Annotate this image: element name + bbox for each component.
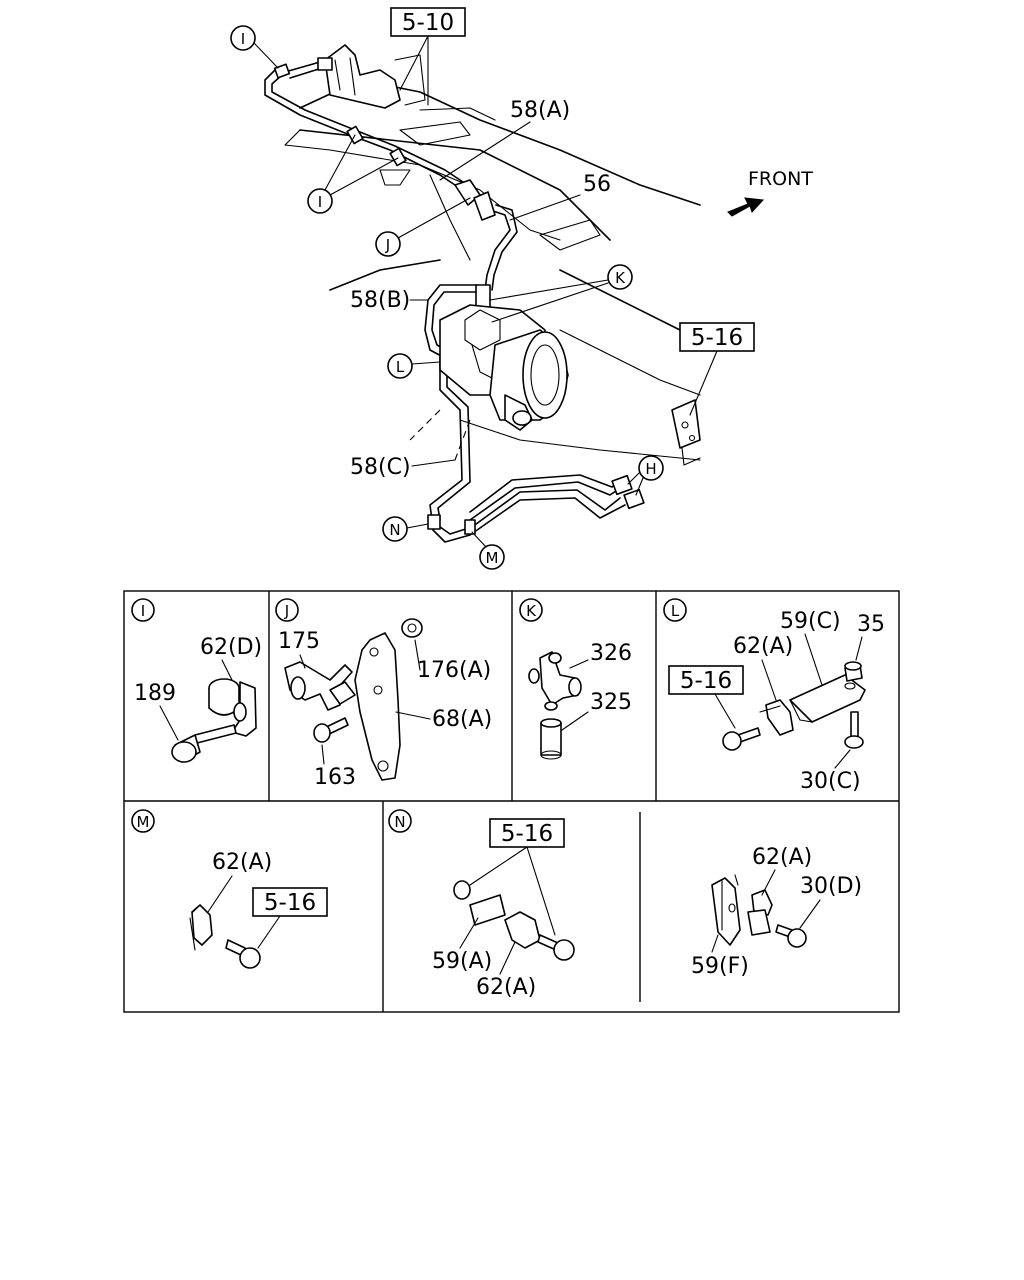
label-59f: 59(F) bbox=[691, 954, 749, 979]
detail-panel-j: J 175 176(A) 68(A) 163 bbox=[275, 598, 492, 790]
frame-rail bbox=[284, 79, 701, 461]
callout-n: N bbox=[382, 516, 429, 542]
svg-text:I: I bbox=[241, 30, 245, 48]
label-68a: 68(A) bbox=[432, 707, 492, 732]
svg-text:L: L bbox=[396, 358, 405, 376]
front-arrow-icon bbox=[727, 197, 765, 217]
detail-panel-i: I 62(D) 189 bbox=[131, 598, 262, 763]
fittings bbox=[273, 57, 645, 535]
front-label: FRONT bbox=[748, 168, 813, 190]
label-325: 325 bbox=[590, 690, 632, 715]
label-62a-n: 62(A) bbox=[476, 975, 536, 1000]
svg-text:I: I bbox=[318, 193, 322, 211]
front-indicator: FRONT bbox=[727, 168, 813, 217]
detail-panel-k: K 326 325 bbox=[519, 598, 632, 760]
label-59a: 59(A) bbox=[432, 949, 492, 974]
detail-panel-unlabeled: 62(A) 30(D) 59(F) bbox=[691, 845, 862, 979]
svg-text:5-16: 5-16 bbox=[680, 668, 732, 694]
label-62d: 62(D) bbox=[200, 635, 262, 660]
main-assembly: FRONT 5-10 5-16 58(A) 56 58(B) 58(C) I bbox=[230, 7, 813, 570]
label-62a-m: 62(A) bbox=[212, 850, 272, 875]
actuator bbox=[409, 304, 569, 461]
label-326: 326 bbox=[590, 641, 632, 666]
pipe-lines bbox=[264, 61, 626, 543]
ref-box-5-10: 5-10 bbox=[390, 7, 466, 106]
svg-text:5-16: 5-16 bbox=[264, 890, 316, 916]
label-59c: 59(C) bbox=[780, 609, 841, 634]
label-58b: 58(B) bbox=[350, 288, 410, 313]
svg-text:J: J bbox=[284, 602, 289, 620]
label-30c: 30(C) bbox=[800, 769, 861, 794]
ref-box-5-16-main: 5-16 bbox=[679, 322, 755, 416]
label-56: 56 bbox=[583, 172, 611, 197]
label-163: 163 bbox=[314, 765, 356, 790]
svg-text:N: N bbox=[394, 813, 405, 831]
label-58a: 58(A) bbox=[510, 98, 570, 123]
detail-panel-l: L 5-16 59(C) 35 62(A) 30(C) bbox=[663, 598, 885, 794]
detail-panel-m: M 5-16 62(A) bbox=[131, 809, 328, 969]
upper-bracket bbox=[324, 44, 426, 109]
svg-text:J: J bbox=[385, 236, 390, 254]
label-62a-l: 62(A) bbox=[733, 634, 793, 659]
callout-i-lower: I bbox=[307, 134, 399, 214]
label-176a: 176(A) bbox=[417, 658, 491, 683]
label-30d: 30(D) bbox=[800, 874, 862, 899]
svg-text:M: M bbox=[137, 813, 150, 831]
detail-panel-n: N 5-16 59(A) 62(A) bbox=[388, 809, 575, 1000]
svg-text:5-16: 5-16 bbox=[691, 325, 743, 351]
svg-text:L: L bbox=[671, 602, 680, 620]
label-175: 175 bbox=[278, 629, 320, 654]
label-62a-r: 62(A) bbox=[752, 845, 812, 870]
label-189: 189 bbox=[134, 681, 176, 706]
callout-k: K bbox=[489, 264, 633, 323]
svg-text:H: H bbox=[645, 460, 656, 478]
callout-j: J bbox=[375, 197, 471, 257]
detail-panels bbox=[123, 590, 900, 1013]
label-58c: 58(C) bbox=[350, 455, 411, 480]
callout-l: L bbox=[387, 353, 441, 379]
svg-text:N: N bbox=[389, 521, 400, 539]
rear-bracket bbox=[671, 399, 701, 466]
svg-text:5-16: 5-16 bbox=[501, 821, 553, 847]
callout-i-top: I bbox=[230, 25, 279, 69]
svg-text:I: I bbox=[141, 602, 145, 620]
label-35: 35 bbox=[857, 612, 885, 637]
svg-text:5-10: 5-10 bbox=[402, 10, 454, 36]
svg-text:K: K bbox=[526, 602, 537, 620]
svg-text:K: K bbox=[615, 269, 626, 287]
svg-text:M: M bbox=[486, 549, 499, 567]
callout-m: M bbox=[471, 531, 505, 570]
callout-h: H bbox=[627, 455, 664, 496]
